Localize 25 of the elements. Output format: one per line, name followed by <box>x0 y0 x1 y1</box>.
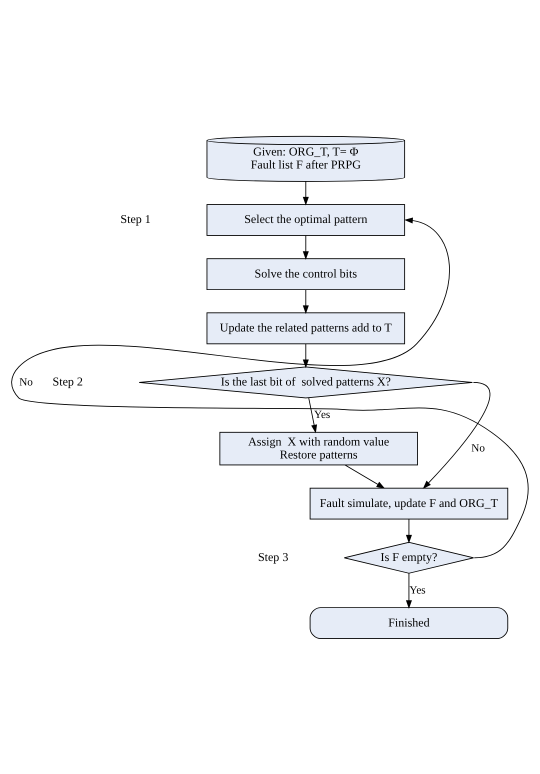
arrow <box>422 382 490 488</box>
node-diamond: Is F empty? <box>344 541 474 574</box>
edge-label: No <box>471 442 485 454</box>
label: Step 1 <box>120 212 151 226</box>
edge-label: Yes <box>314 408 330 421</box>
arrow <box>302 288 309 314</box>
node-diamond: Is the last bit of solved patterns X? <box>138 366 473 398</box>
arrow <box>302 343 309 368</box>
node-box: Update the related patterns add to T <box>206 312 406 344</box>
node-box: Select the optimal pattern <box>206 204 406 236</box>
node-box: Solve the control bits <box>206 258 406 290</box>
arrow <box>302 234 309 260</box>
arrow <box>308 397 318 433</box>
arrow <box>11 217 529 558</box>
edge-label: No <box>19 376 33 388</box>
label: Step 3 <box>258 549 288 564</box>
node-box: Finished <box>310 606 508 638</box>
node-box: Fault simulate, update F and ORG_T <box>310 487 508 520</box>
arrow <box>344 464 386 488</box>
node-box: Assign X with random value Restore patterns <box>219 431 418 465</box>
arrow <box>406 572 412 608</box>
edge-label: Yes <box>409 584 426 596</box>
label: Step 2 <box>52 374 83 388</box>
arrow <box>406 518 412 543</box>
arrow <box>302 180 309 206</box>
